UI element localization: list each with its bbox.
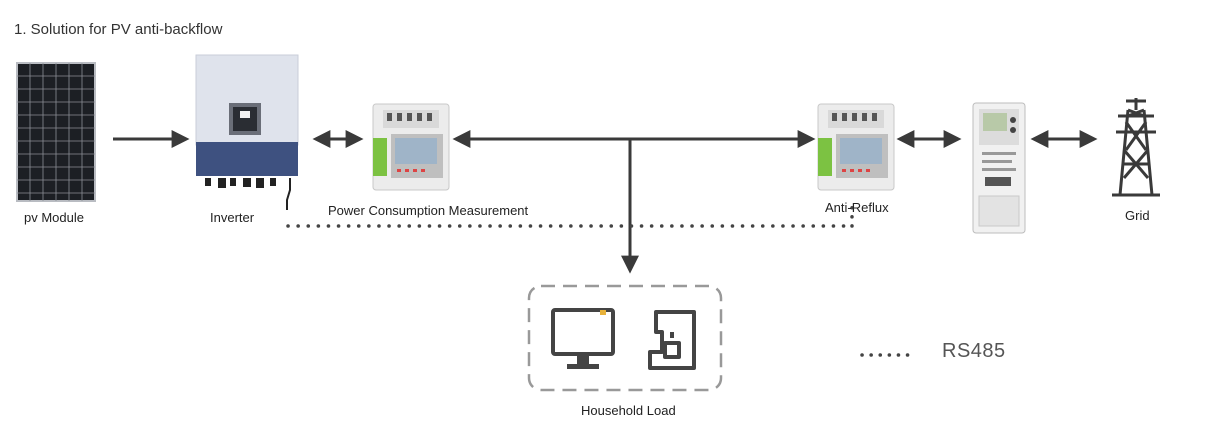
inverter-image xyxy=(195,54,299,210)
monitor-icon xyxy=(551,308,615,369)
pv-module-image xyxy=(16,62,96,202)
household-load-label: Household Load xyxy=(581,403,676,418)
household-load-box xyxy=(527,284,723,392)
grid-tower-icon xyxy=(1112,98,1160,197)
anti-reflux-image xyxy=(817,103,895,191)
grid-label: Grid xyxy=(1125,208,1150,223)
utility-meter-image xyxy=(972,102,1026,234)
inverter-label: Inverter xyxy=(210,210,255,225)
power-meter-label: Power Consumption Measurement xyxy=(328,203,529,218)
anti-reflux-label: Anti-Reflux xyxy=(825,200,889,215)
coffee-machine-icon xyxy=(648,310,696,370)
pv-module-label: pv Module xyxy=(24,210,84,225)
rs485-legend-label: RS485 xyxy=(942,340,1006,362)
power-meter-image xyxy=(372,103,450,191)
page-title: 1. Solution for PV anti-backflow xyxy=(14,21,223,38)
